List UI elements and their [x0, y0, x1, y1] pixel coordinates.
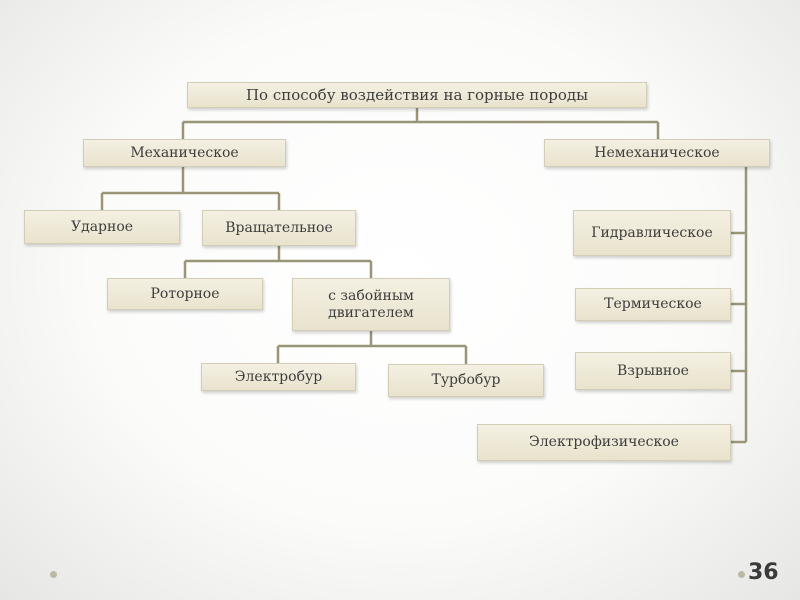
node-hydraulic-label: Гидравлическое — [591, 224, 713, 241]
node-hydraulic: Гидравлическое — [573, 210, 731, 256]
node-turbodrill: Турбобур — [388, 364, 544, 397]
node-rotary-label: Роторное — [150, 285, 220, 302]
node-turbodrill-label: Турбобур — [431, 372, 501, 388]
node-rotational-label: Вращательное — [225, 219, 333, 236]
node-thermal: Термическое — [575, 288, 731, 321]
node-non-mechanical-label: Немеханическое — [594, 144, 720, 161]
node-explosive: Взрывное — [575, 352, 731, 390]
node-mechanical-label: Механическое — [130, 144, 239, 161]
node-electrophysical-label: Электрофизическое — [529, 434, 679, 450]
node-impact: Ударное — [24, 210, 180, 244]
node-mechanical: Механическое — [83, 139, 286, 167]
node-rotary: Роторное — [107, 278, 263, 310]
node-electrophysical: Электрофизическое — [477, 424, 731, 461]
node-electrodrill-label: Электробур — [234, 368, 323, 385]
node-root-label: По способу воздействия на горные породы — [245, 85, 589, 104]
node-downhole-motor: с забойным двигателем — [292, 278, 450, 331]
node-thermal-label: Термическое — [604, 296, 702, 312]
slide-number: 36 — [748, 560, 779, 585]
footer-dot-left — [50, 571, 57, 578]
node-electrodrill: Электробур — [201, 363, 356, 391]
node-explosive-label: Взрывное — [617, 362, 689, 379]
node-impact-label: Ударное — [70, 218, 134, 235]
footer-dot-right — [738, 571, 745, 578]
node-non-mechanical: Немеханическое — [544, 139, 770, 167]
node-downhole-motor-label: с забойным двигателем — [328, 287, 414, 321]
node-rotational: Вращательное — [202, 210, 356, 246]
node-root: По способу воздействия на горные породы — [187, 82, 647, 108]
